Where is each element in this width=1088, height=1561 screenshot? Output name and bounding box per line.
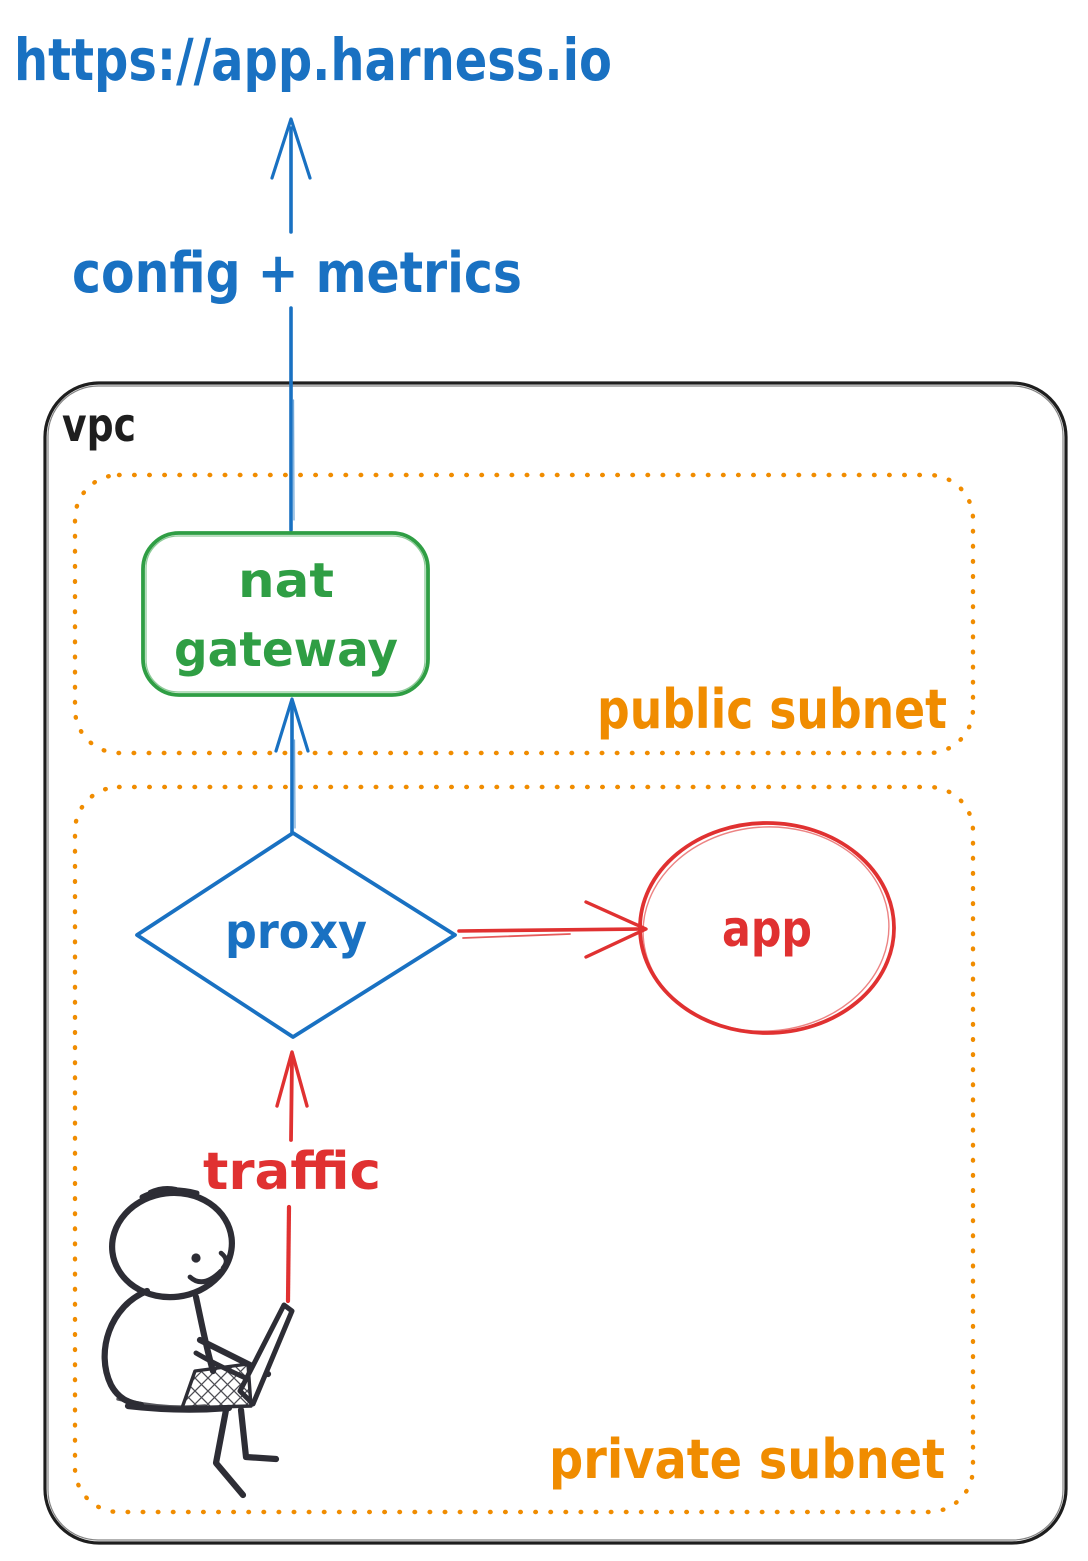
config-metrics-label: config + metrics — [72, 241, 522, 306]
laptop-screen — [237, 1302, 295, 1407]
traffic-label: traffic — [203, 1142, 381, 1202]
leg-stroke — [212, 1406, 247, 1499]
ear-stroke — [218, 1250, 229, 1271]
app-doubled-stroke — [642, 826, 890, 1032]
doubled-stroke — [292, 399, 295, 521]
external-url-label: https://app.harness.io — [14, 26, 612, 94]
app-label: app — [722, 900, 812, 958]
chest-stroke — [192, 1293, 217, 1375]
vpc-box-doubled-stroke — [47, 385, 1064, 1541]
proxy-label: proxy — [225, 904, 367, 960]
private-subnet-box: private subnet — [72, 784, 976, 1515]
nat-gateway-label-line1: nat — [238, 553, 334, 609]
arrowhead-up — [275, 1050, 309, 1108]
vpc-box: vpc — [43, 381, 1068, 1545]
public-subnet-label: public subnet — [597, 678, 947, 741]
eye-dot — [191, 1253, 201, 1263]
laptop-icon — [180, 1302, 295, 1410]
proxy-to-app-arrow — [457, 900, 648, 959]
doubled-stroke — [462, 933, 571, 939]
laptop-keyboard — [180, 1362, 253, 1410]
traffic-arrow: traffic — [203, 1050, 381, 1304]
arrowhead-right — [584, 900, 648, 959]
hair-stroke — [148, 1186, 178, 1194]
proxy-to-nat-arrow — [274, 697, 310, 835]
back-stroke — [101, 1287, 151, 1409]
leg-stroke — [237, 1406, 280, 1463]
app-node: app — [638, 821, 896, 1035]
nat-gateway-node: nat gateway — [141, 531, 430, 697]
public-subnet-box: public subnet — [72, 472, 976, 756]
nat-gateway-doubled-stroke — [145, 535, 426, 693]
doubled-stroke — [293, 739, 296, 829]
head-sketch — [109, 1189, 235, 1301]
nat-gateway-label-line2: gateway — [174, 622, 398, 678]
private-subnet-label: private subnet — [549, 1428, 945, 1491]
seat-stroke — [124, 1402, 233, 1413]
vpc-label: vpc — [62, 398, 136, 452]
user-with-laptop-sketch — [101, 1186, 295, 1499]
arrowhead-up — [270, 117, 312, 180]
proxy-node: proxy — [135, 831, 457, 1039]
config-metrics-arrow: config + metrics — [72, 117, 522, 532]
smile-stroke — [187, 1268, 224, 1285]
arrowhead-up — [274, 697, 310, 753]
